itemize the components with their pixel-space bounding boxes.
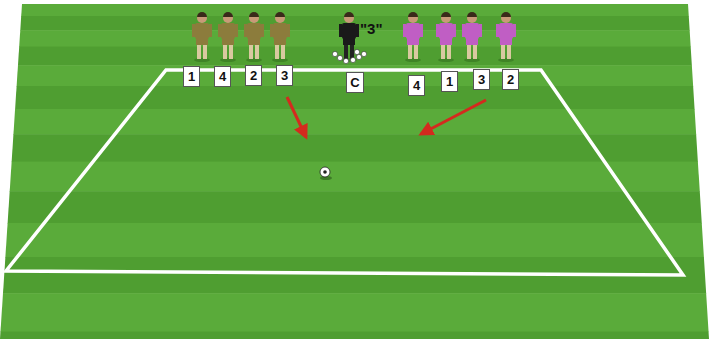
run-arrows [287, 97, 486, 137]
number-card: C [346, 72, 364, 93]
player-figure [218, 12, 238, 62]
player-figure [192, 12, 212, 62]
number-card: 1 [441, 71, 458, 92]
player-figure [270, 12, 290, 62]
player-figure [436, 12, 456, 62]
player-figure [339, 12, 359, 62]
turf-stripe [0, 293, 709, 332]
card-number: C [350, 76, 359, 89]
player-figure [496, 12, 516, 62]
player-figure [244, 12, 264, 62]
turf-stripe [0, 162, 709, 192]
ball-pile [332, 49, 366, 63]
card-number: 2 [507, 73, 514, 86]
pitch-turf [0, 4, 709, 339]
players [192, 12, 516, 64]
card-number: 1 [188, 70, 195, 83]
player-figure [403, 12, 423, 62]
ball [320, 167, 332, 180]
number-card: 3 [473, 69, 490, 90]
number-card: 1 [183, 66, 200, 87]
card-number: 4 [219, 70, 226, 83]
number-card: 4 [408, 75, 425, 96]
number-card: 2 [245, 65, 262, 86]
turf-stripe [0, 109, 709, 135]
turf-stripe [0, 191, 709, 223]
turf-stripe [0, 47, 709, 66]
card-number: 1 [446, 75, 453, 88]
turf-stripe [0, 332, 709, 339]
card-number: 2 [250, 69, 257, 82]
called-number: "3" [360, 20, 383, 37]
player-figure [462, 12, 482, 62]
turf-stripe [0, 223, 709, 258]
card-number: 3 [478, 73, 485, 86]
number-card: 2 [502, 69, 519, 90]
number-card: 3 [276, 65, 293, 86]
number-card: 4 [214, 66, 231, 87]
card-number: 3 [281, 69, 288, 82]
pitch-lines [6, 70, 683, 275]
turf-stripe [0, 4, 709, 17]
card-number: 4 [413, 79, 420, 92]
